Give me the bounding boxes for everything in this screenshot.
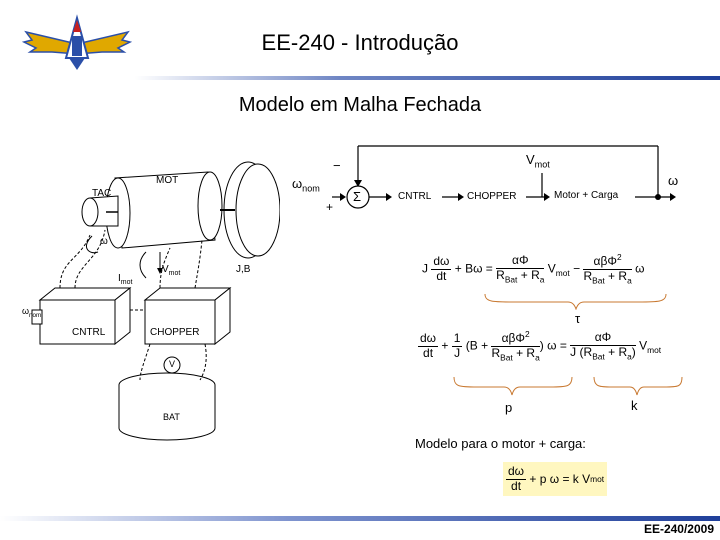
hw-omega-nom-label: ωnom [22, 306, 42, 319]
footer-text: EE-240/2009 [643, 522, 714, 536]
tac-label: TAC [92, 188, 112, 199]
jb-label: J,B [236, 264, 251, 275]
header-title: EE-240 - Introdução [261, 30, 459, 55]
minus-sign: − [333, 158, 341, 173]
footer-rule [0, 516, 720, 521]
hardware-sketch [31, 161, 280, 441]
hw-chopper-label: CHOPPER [150, 327, 200, 338]
hw-vmot-label: Vmot [162, 264, 181, 277]
voltmeter-label: V [169, 359, 176, 369]
plus-sign: + [326, 200, 334, 214]
vmot-label: Vmot [526, 152, 550, 170]
hw-omega-label: ω [100, 236, 108, 247]
ita-logo [21, 14, 133, 74]
header-rule [135, 76, 720, 80]
motor-carga-block: Motor + Carga [554, 190, 619, 201]
brace-tau-icon [484, 293, 667, 310]
cntrl-block: CNTRL [398, 191, 432, 202]
bat-label: BAT [163, 412, 180, 422]
model-caption: Modelo para o motor + carga: [415, 436, 586, 451]
k-label: k [631, 398, 638, 413]
sum-symbol: Σ [353, 189, 362, 204]
hw-cntrl-label: CNTRL [72, 327, 106, 338]
brace-p-icon [453, 376, 573, 396]
input-omega-nom-label: ωnom [292, 176, 320, 194]
slide-title: Modelo em Malha Fechada [238, 94, 482, 116]
ita-wings-logo-icon [21, 14, 133, 70]
mot-label: MOT [156, 175, 179, 186]
brace-k-icon [593, 376, 683, 396]
output-omega-label: ω [668, 173, 679, 188]
block-diagram-lines [332, 145, 676, 209]
p-label: p [505, 400, 513, 415]
imot-label: Imot [118, 273, 133, 286]
tau-label: τ [575, 311, 581, 326]
chopper-block: CHOPPER [467, 191, 517, 202]
